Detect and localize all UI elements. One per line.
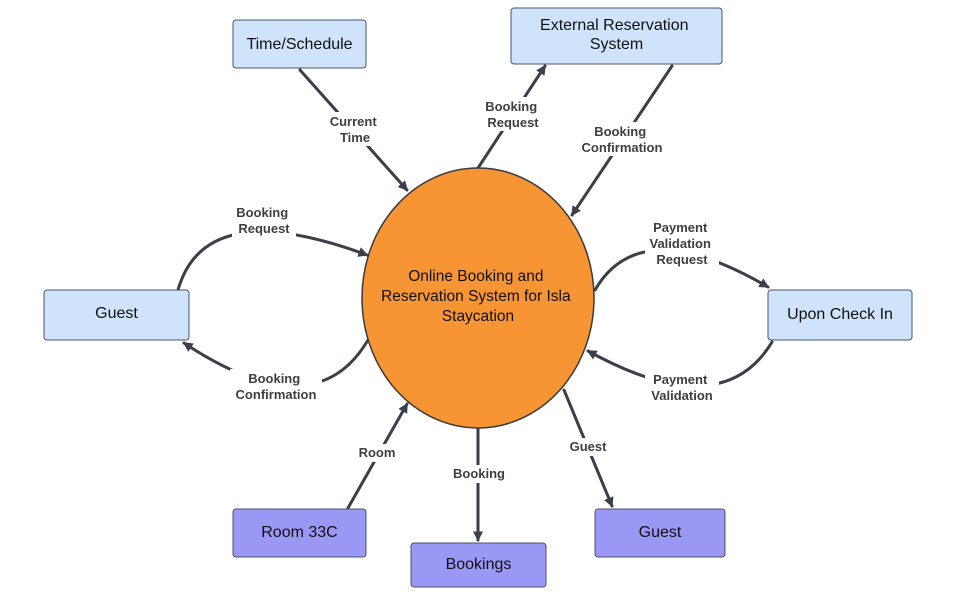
flow-label-room: Room	[355, 444, 399, 462]
entity-room-33c-label: Room 33C	[261, 524, 337, 541]
process-label: Online Booking and Reservation System fo…	[381, 268, 575, 325]
flow-label-current-time: Current Time	[324, 112, 386, 146]
entity-bookings-label: Bookings	[446, 556, 512, 573]
process-circle[interactable]	[361, 167, 595, 429]
svg-text:Booking Request: Booking Request	[236, 205, 292, 236]
entity-time-schedule[interactable]: Time/Schedule	[232, 19, 367, 69]
svg-text:Guest: Guest	[570, 439, 608, 454]
svg-text:Payment Validation: Payment Validation	[651, 372, 712, 403]
entity-bookings[interactable]: Bookings	[410, 542, 547, 588]
flow-label-payment-validation-request: Payment Validation Request	[645, 218, 719, 268]
entity-guest-sink[interactable]: Guest	[594, 508, 726, 558]
flow-label-booking-request-guest: Booking Request	[232, 203, 296, 237]
entity-guest-source[interactable]: Guest	[43, 289, 190, 341]
svg-text:Booking Confirmation: Booking Confirmation	[236, 371, 317, 402]
entity-external-reservation[interactable]: External Reservation System	[510, 7, 723, 65]
entity-upon-check-in[interactable]: Upon Check In	[767, 289, 913, 341]
flow-label-booking-confirmation-ext: Booking Confirmation	[576, 122, 668, 156]
svg-text:Room: Room	[359, 445, 396, 460]
flow-label-booking: Booking	[449, 465, 509, 483]
svg-text:Booking Confirmation: Booking Confirmation	[582, 124, 663, 155]
flow-label-booking-request-ext: Booking Request	[482, 97, 544, 131]
flow-label-payment-validation: Payment Validation	[645, 370, 719, 404]
svg-text:Booking Request: Booking Request	[485, 99, 541, 130]
entity-time-schedule-label: Time/Schedule	[246, 36, 352, 53]
svg-text:Payment Validation: Payment Validation Request	[649, 220, 714, 267]
svg-text:Booking: Booking	[453, 466, 505, 481]
flow-booking-request-guest-arrow	[176, 230, 369, 292]
flow-label-guest-out: Guest	[565, 438, 611, 456]
entity-guest-sink-label: Guest	[639, 524, 682, 541]
entity-room-33c[interactable]: Room 33C	[232, 508, 367, 558]
entity-external-reservation-label: External Reservation System	[540, 17, 693, 53]
entity-upon-check-in-label: Upon Check In	[787, 306, 893, 323]
svg-text:Current Time: Current Time	[330, 114, 381, 145]
flow-label-booking-confirmation-guest: Booking Confirmation	[230, 369, 322, 403]
entity-guest-source-label: Guest	[95, 305, 138, 322]
